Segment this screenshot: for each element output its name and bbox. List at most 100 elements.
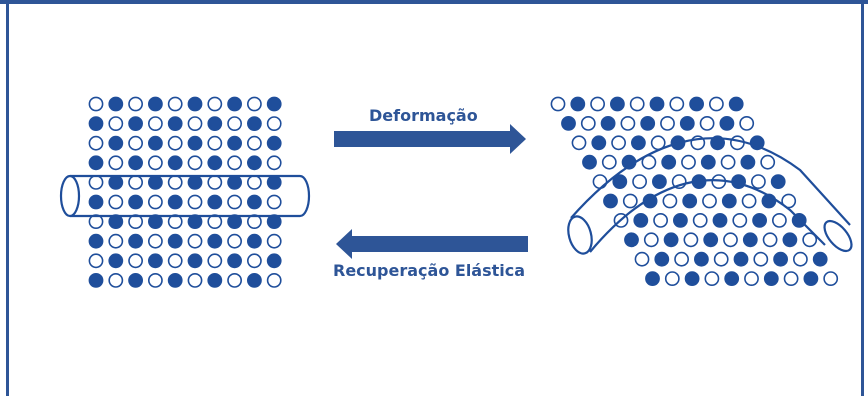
- empty-atom: [266, 272, 282, 288]
- filled-atom: [88, 272, 104, 288]
- empty-atom: [643, 232, 659, 248]
- filled-atom: [147, 135, 163, 151]
- empty-atom: [88, 253, 104, 269]
- filled-atom: [721, 193, 737, 209]
- filled-atom: [673, 212, 688, 228]
- empty-atom: [709, 96, 724, 112]
- filled-atom: [227, 253, 242, 269]
- empty-atom: [620, 116, 636, 131]
- empty-atom: [128, 135, 143, 151]
- empty-atom: [88, 135, 104, 151]
- filled-atom: [227, 174, 242, 190]
- empty-atom: [590, 96, 605, 112]
- filled-atom: [661, 154, 677, 170]
- filled-atom: [167, 116, 183, 131]
- filled-atom: [88, 155, 104, 171]
- empty-atom: [108, 272, 124, 288]
- filled-atom: [147, 96, 163, 112]
- empty-atom: [751, 174, 766, 189]
- filled-atom: [682, 193, 698, 209]
- filled-atom: [246, 194, 262, 210]
- empty-atom: [723, 232, 738, 248]
- empty-atom: [622, 193, 638, 209]
- empty-atom: [167, 135, 183, 151]
- filled-atom: [187, 96, 203, 112]
- empty-atom: [227, 272, 242, 288]
- filled-atom: [812, 251, 828, 267]
- empty-atom: [246, 253, 262, 269]
- filled-atom: [652, 174, 667, 189]
- deformed-lattice: [550, 96, 839, 286]
- filled-atom: [640, 116, 656, 131]
- empty-atom: [147, 155, 163, 171]
- empty-atom: [571, 135, 587, 151]
- empty-atom: [739, 116, 755, 131]
- empty-atom: [683, 232, 699, 248]
- empty-atom: [128, 96, 143, 112]
- empty-atom: [207, 253, 223, 269]
- filled-atom: [246, 155, 262, 171]
- filled-atom: [187, 174, 203, 190]
- filled-atom: [728, 96, 744, 112]
- filled-atom: [679, 116, 695, 131]
- empty-atom: [762, 232, 778, 248]
- filled-atom: [246, 116, 262, 131]
- empty-atom: [266, 233, 282, 249]
- filled-atom: [561, 116, 576, 131]
- empty-atom: [227, 194, 242, 210]
- empty-atom: [760, 154, 776, 170]
- filled-atom: [266, 135, 282, 151]
- filled-atom: [128, 155, 143, 171]
- filled-atom: [733, 251, 749, 267]
- filled-atom: [88, 233, 104, 249]
- filled-atom: [167, 194, 183, 210]
- filled-atom: [207, 116, 223, 131]
- filled-atom: [700, 154, 716, 170]
- filled-atom: [719, 116, 735, 131]
- filled-atom: [631, 135, 646, 151]
- empty-atom: [227, 233, 242, 249]
- empty-atom: [669, 96, 685, 112]
- filled-atom: [773, 251, 788, 267]
- empty-atom: [793, 251, 808, 267]
- empty-atom: [730, 135, 745, 151]
- empty-atom: [704, 271, 720, 286]
- empty-atom: [660, 116, 675, 131]
- filled-atom: [624, 232, 639, 248]
- filled-atom: [689, 96, 704, 112]
- filled-atom: [108, 253, 124, 269]
- empty-atom: [664, 271, 680, 286]
- empty-atom: [128, 253, 143, 269]
- filled-atom: [128, 272, 143, 288]
- filled-atom: [582, 154, 597, 170]
- empty-atom: [108, 233, 124, 249]
- empty-atom: [147, 116, 163, 131]
- undeformed-lattice: [88, 96, 282, 288]
- empty-atom: [781, 193, 797, 209]
- filled-atom: [207, 194, 223, 210]
- filled-atom: [167, 272, 183, 288]
- filled-atom: [712, 212, 728, 228]
- filled-atom: [633, 212, 649, 228]
- empty-atom: [692, 212, 708, 228]
- undeformed-slip-cylinder: [59, 174, 311, 218]
- empty-atom: [592, 174, 608, 189]
- filled-atom: [128, 194, 143, 210]
- empty-atom: [634, 251, 650, 267]
- empty-atom: [207, 174, 223, 190]
- frame-right-border: [861, 0, 864, 396]
- empty-atom: [601, 154, 617, 170]
- empty-atom: [802, 232, 818, 248]
- filled-atom: [770, 174, 786, 189]
- filled-atom: [684, 271, 700, 286]
- empty-atom: [147, 194, 163, 210]
- filled-atom: [187, 135, 203, 151]
- empty-atom: [783, 271, 799, 286]
- filled-atom: [108, 135, 124, 151]
- empty-atom: [187, 194, 203, 210]
- filled-atom: [649, 96, 665, 112]
- filled-atom: [591, 135, 607, 151]
- filled-atom: [167, 155, 183, 171]
- empty-atom: [147, 233, 163, 249]
